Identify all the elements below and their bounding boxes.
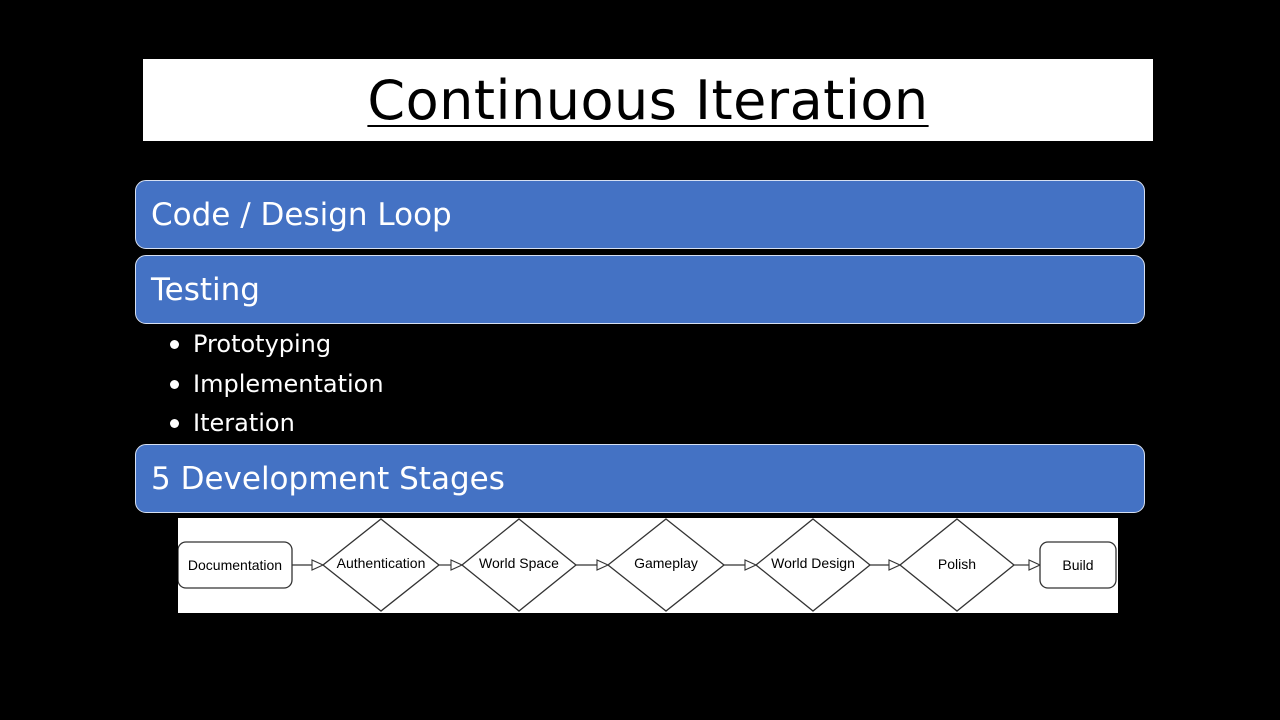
flow-node-label: Build <box>1062 557 1094 573</box>
section-bar-testing: Testing <box>135 255 1145 324</box>
flow-node-label: World Design <box>771 555 855 571</box>
bullet-text: Prototyping <box>193 330 332 358</box>
section-label: Code / Design Loop <box>151 196 452 233</box>
bullet-item: Iteration <box>168 404 384 444</box>
section-label: 5 Development Stages <box>151 460 505 497</box>
arrowhead-icon <box>450 559 464 571</box>
flow-node-diamond <box>898 518 1016 612</box>
arrowhead-icon <box>311 559 325 571</box>
flow-node-label: Polish <box>937 556 977 572</box>
section-label: Testing <box>151 271 260 308</box>
bullet-dot-icon <box>170 379 179 389</box>
bullet-text: Implementation <box>193 369 384 398</box>
arrowhead-icon <box>1028 559 1042 571</box>
testing-bullet-list: Prototyping Implementation Iteration <box>168 325 384 444</box>
flow-node-diamond <box>754 518 872 612</box>
flow-node-diamond <box>460 518 578 612</box>
flow-node-label: Documentation <box>187 557 283 573</box>
section-bar-code-design-loop: Code / Design Loop <box>135 180 1145 249</box>
development-stages-flowchart: Documentation Authentication World Space Ga… <box>178 518 1118 613</box>
flow-node-label: Gameplay <box>634 555 698 571</box>
section-bar-development-stages: 5 Development Stages <box>135 444 1145 513</box>
arrowhead-icon <box>888 559 902 571</box>
flow-node-label: World Space <box>479 555 559 571</box>
flow-node-box <box>1039 541 1117 589</box>
bullet-dot-icon <box>170 340 179 350</box>
slide-title: Continuous Iteration <box>367 68 929 132</box>
bullet-text: Iteration <box>193 409 295 437</box>
title-box: Continuous Iteration <box>143 59 1153 141</box>
flow-node-diamond <box>321 518 441 612</box>
bullet-item: Implementation <box>168 365 384 405</box>
flow-node-label: Authentication <box>336 555 426 571</box>
arrowhead-icon <box>744 559 758 571</box>
arrowhead-icon <box>596 559 610 571</box>
bullet-item: Prototyping <box>168 325 384 365</box>
flow-node-diamond <box>606 518 726 612</box>
bullet-dot-icon <box>170 419 179 429</box>
flowchart-canvas <box>178 518 1117 612</box>
